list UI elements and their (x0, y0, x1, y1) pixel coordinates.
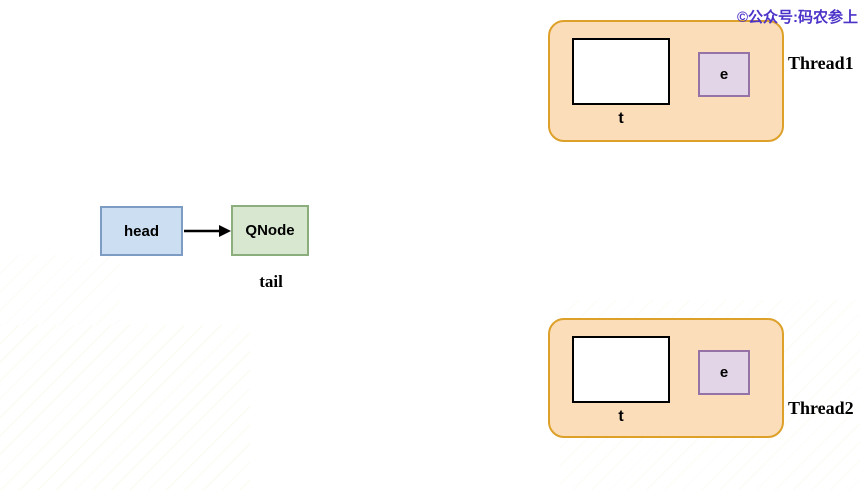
thread1-node-label: t (618, 110, 624, 127)
thread2-container: e t (548, 318, 784, 438)
thread1-element-label: e (719, 66, 729, 83)
head-label: head (123, 222, 159, 240)
publisher-watermark-text: ©公众号:码农参上 (736, 9, 858, 26)
qnode-box: QNode (231, 205, 309, 256)
head-to-qnode-arrow (184, 225, 231, 237)
thread2-element-box: e (698, 350, 750, 395)
thread2-node-rect (572, 336, 670, 403)
thread1-element-box: e (698, 52, 750, 97)
thread2-node-label: t (618, 408, 624, 425)
head-box: head (100, 206, 183, 256)
thread1-label: Thread1 (788, 53, 854, 73)
thread2-label: Thread2 (788, 398, 854, 418)
background-watermark-pattern (0, 325, 250, 490)
thread2-element-label: e (719, 364, 729, 381)
background-watermark-pattern (0, 255, 120, 325)
thread1-container: e t (548, 20, 784, 142)
qnode-label: QNode (245, 222, 295, 239)
tail-label: tail (259, 272, 283, 291)
thread1-node-rect (572, 38, 670, 105)
